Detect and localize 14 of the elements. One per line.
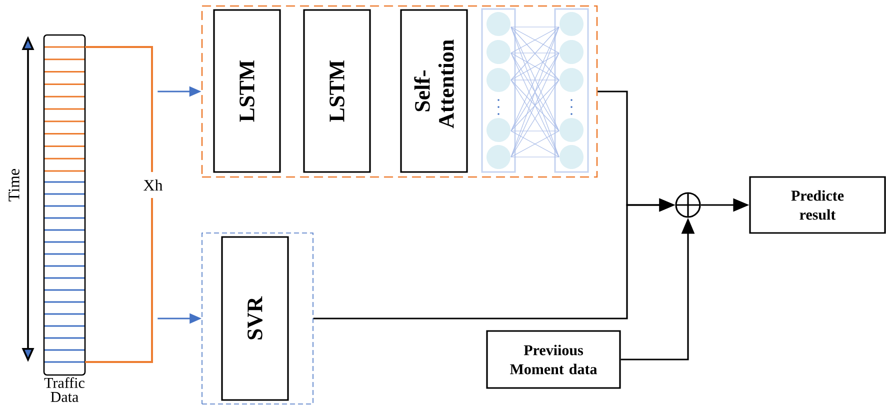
layer-box: Self- Attention xyxy=(400,9,468,173)
layer-box: SVR xyxy=(221,236,289,401)
process-box: Previious Moment data xyxy=(486,330,621,389)
data-column: Traffic Data xyxy=(43,34,86,402)
dashed-group-box xyxy=(202,232,314,404)
layer-box: LSTM xyxy=(213,9,281,173)
layer-box: LSTM xyxy=(303,9,371,173)
time-label: Time xyxy=(8,168,20,202)
neural-network-drawing xyxy=(481,8,589,173)
dashed-group-box xyxy=(201,5,598,178)
process-box: Predicte result xyxy=(749,176,886,234)
sum-circle xyxy=(675,192,701,218)
bracket-label: Xh xyxy=(144,179,163,191)
node-label: Traffic Data xyxy=(44,377,84,402)
